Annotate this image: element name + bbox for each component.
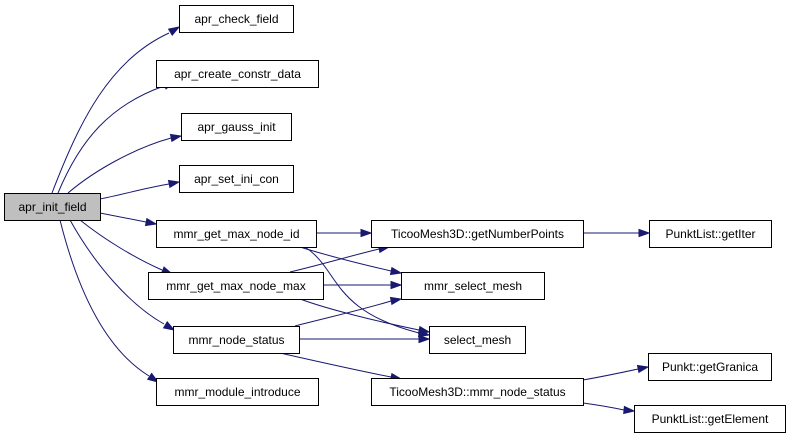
edge-line [299, 298, 420, 331]
edge-mmr_get_max_node_max-to-TicooMesh3D_getNumberPoints [289, 244, 391, 273]
edge-line [279, 352, 392, 378]
edge-line [79, 219, 163, 271]
edge-apr_init_field-to-mmr_module_introduce [59, 219, 160, 383]
node-box[interactable] [371, 378, 584, 406]
edge-TicooMesh3D_getNumberPoints-to-PunktList_getIter [583, 228, 651, 238]
arrowhead-icon [144, 217, 158, 227]
node-label: PunktList::getIter [665, 227, 755, 241]
edge-line [294, 300, 392, 327]
arrowhead-icon [418, 334, 431, 344]
edge-line [289, 248, 380, 273]
node-apr_init_field[interactable]: apr_init_field [4, 193, 101, 221]
edge-line [69, 219, 165, 325]
node-label: mmr_node_status [188, 333, 284, 347]
arrowhead-icon [636, 364, 650, 374]
node-label: TicooMesh3D::getNumberPoints [391, 227, 564, 241]
node-box[interactable] [649, 220, 772, 248]
node-select_mesh[interactable]: select_mesh [429, 326, 526, 354]
node-box[interactable] [401, 272, 545, 300]
edge-line [582, 402, 625, 411]
node-mmr_module_introduce[interactable]: mmr_module_introduce [156, 378, 319, 406]
node-apr_check_field[interactable]: apr_check_field [179, 5, 294, 33]
node-label: apr_set_ini_con [194, 172, 279, 186]
node-mmr_node_status[interactable]: mmr_node_status [173, 326, 300, 354]
edge-line [51, 32, 170, 194]
node-box[interactable] [429, 326, 526, 354]
edge-line [57, 85, 165, 194]
edge-apr_init_field-to-mmr_node_status [69, 219, 176, 331]
node-box[interactable] [156, 60, 319, 88]
edge-mmr_get_max_node_id-to-TicooMesh3D_getNumberPoints [316, 228, 373, 238]
edge-mmr_get_max_node_max-to-mmr_select_mesh [323, 280, 403, 290]
node-box[interactable] [181, 113, 292, 141]
node-label: mmr_get_max_node_max [166, 279, 305, 293]
node-label: select_mesh [444, 333, 511, 347]
node-box[interactable] [634, 405, 786, 433]
node-apr_create_constr_data[interactable]: apr_create_constr_data [156, 60, 319, 88]
arrowhead-icon [360, 228, 373, 238]
edge-mmr_get_max_node_id-to-mmr_select_mesh [299, 246, 403, 276]
node-box[interactable] [156, 220, 317, 248]
edge-TicooMesh3D_mmr_node_status-to-Punkt_getGranica [582, 364, 650, 381]
edge-mmr_node_status-to-TicooMesh3D_mmr_node_status [279, 352, 403, 382]
arrowhead-icon [167, 26, 181, 37]
node-box[interactable] [148, 272, 324, 300]
edge-line [99, 183, 170, 200]
node-box[interactable] [156, 378, 319, 406]
nodes-layer: apr_init_field apr_check_field apr_create_… [4, 5, 786, 433]
node-box[interactable] [648, 353, 772, 381]
arrowhead-icon [417, 325, 431, 335]
arrowhead-icon [390, 280, 403, 290]
arrowhead-icon [146, 372, 160, 383]
node-label: apr_check_field [194, 12, 278, 26]
node-box[interactable] [173, 326, 300, 354]
edge-mmr_node_status-to-select_mesh [299, 334, 431, 344]
node-TicooMesh3D_mmr_node_status[interactable]: TicooMesh3D::mmr_node_status [371, 378, 584, 406]
arrowhead-icon [389, 296, 403, 306]
arrowhead-icon [167, 179, 181, 189]
node-box[interactable] [179, 165, 294, 193]
edge-apr_init_field-to-apr_check_field [51, 26, 181, 194]
edge-apr_init_field-to-apr_set_ini_con [99, 179, 181, 200]
node-label: mmr_module_introduce [174, 385, 300, 399]
node-label: Punkt::getGranica [662, 360, 758, 374]
edge-apr_init_field-to-mmr_get_max_node_id [99, 212, 158, 227]
node-Punkt_getGranica[interactable]: Punkt::getGranica [648, 353, 772, 381]
arrowhead-icon [623, 405, 636, 415]
arrowhead-icon [162, 320, 176, 331]
edge-apr_init_field-to-apr_gauss_init [67, 133, 183, 194]
node-label: apr_gauss_init [197, 120, 276, 134]
node-apr_set_ini_con[interactable]: apr_set_ini_con [179, 165, 294, 193]
edge-line [582, 368, 639, 381]
node-mmr_get_max_node_id[interactable]: mmr_get_max_node_id [156, 220, 317, 248]
arrowhead-icon [638, 228, 651, 238]
edge-mmr_node_status-to-mmr_select_mesh [294, 296, 403, 327]
node-label: mmr_get_max_node_id [173, 227, 299, 241]
edge-mmr_get_max_node_max-to-select_mesh [299, 298, 431, 335]
node-label: mmr_select_mesh [424, 279, 522, 293]
node-mmr_get_max_node_max[interactable]: mmr_get_max_node_max [148, 272, 324, 300]
edge-TicooMesh3D_mmr_node_status-to-PunktList_getElement [582, 402, 636, 415]
node-apr_gauss_init[interactable]: apr_gauss_init [181, 113, 292, 141]
node-mmr_select_mesh[interactable]: mmr_select_mesh [401, 272, 545, 300]
arrowhead-icon [389, 266, 403, 276]
node-box[interactable] [4, 193, 101, 221]
node-label: PunktList::getElement [652, 412, 769, 426]
node-PunktList_getElement[interactable]: PunktList::getElement [634, 405, 786, 433]
edge-line [67, 137, 172, 194]
arrowhead-icon [169, 133, 183, 143]
edge-line [99, 212, 147, 223]
node-label: apr_init_field [18, 200, 86, 214]
node-label: apr_create_constr_data [174, 67, 301, 81]
node-PunktList_getIter[interactable]: PunktList::getIter [649, 220, 772, 248]
node-box[interactable] [371, 220, 584, 248]
node-box[interactable] [179, 5, 294, 33]
node-TicooMesh3D_getNumberPoints[interactable]: TicooMesh3D::getNumberPoints [371, 220, 584, 248]
node-label: TicooMesh3D::mmr_node_status [389, 385, 565, 399]
edge-line [59, 219, 150, 377]
edge-line [299, 246, 392, 272]
